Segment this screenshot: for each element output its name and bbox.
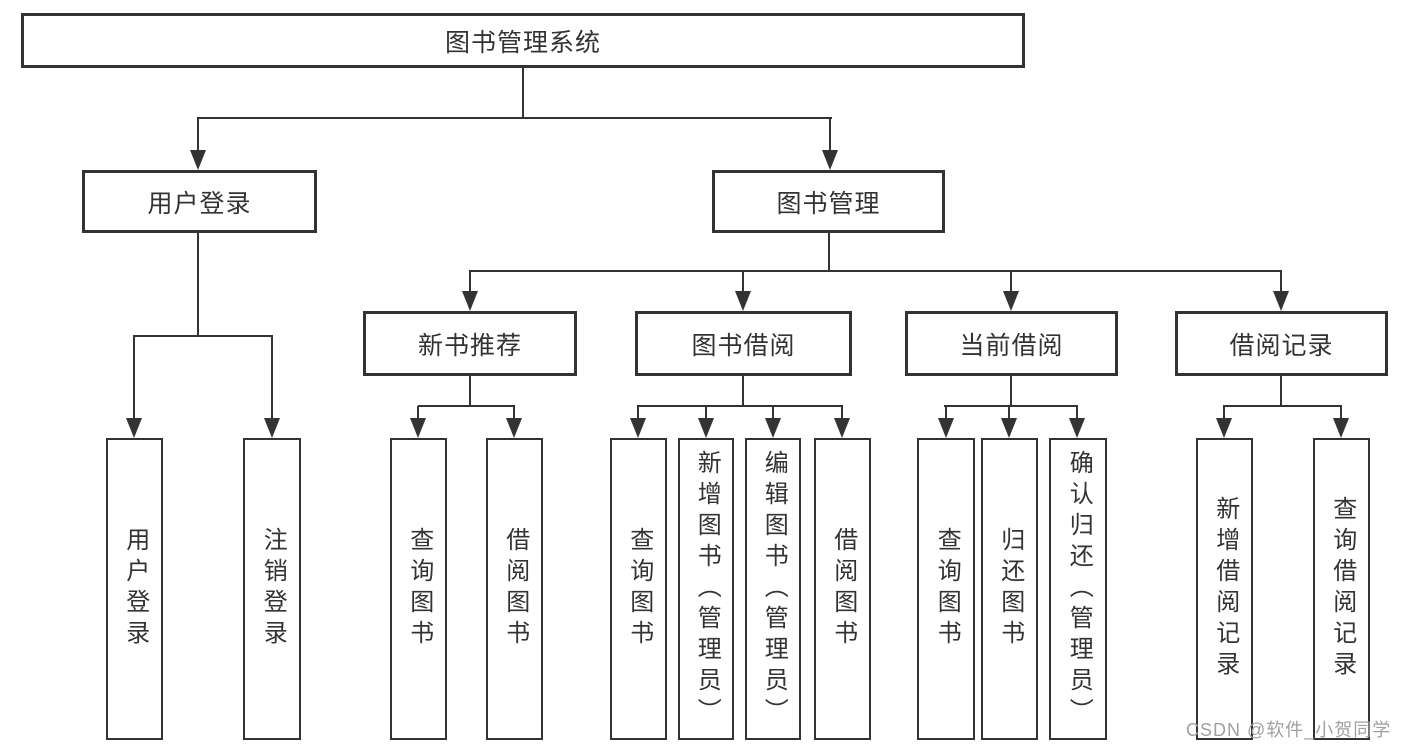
node-user-login-label: 用户登录: [147, 189, 252, 218]
arrowhead-down-icon: [462, 291, 478, 311]
connector-line-v: [841, 406, 843, 420]
leaf-query-borrow-record: 查询借阅记录: [1313, 438, 1370, 740]
leaf-borrow-books-recommend: 借阅图书: [486, 438, 543, 740]
node-book-management-label: 图书管理: [776, 189, 881, 218]
leaf-query-books-current-label: 查询图书: [933, 527, 961, 651]
node-new-book-recommend: 新书推荐: [363, 311, 577, 376]
node-borrow-records-label: 借阅记录: [1229, 331, 1334, 360]
leaf-confirm-return-admin: 确认归还（管理员）: [1049, 438, 1107, 740]
connector-line-v: [1280, 271, 1282, 293]
arrowhead-down-icon: [506, 418, 522, 438]
connector-line-v: [417, 406, 419, 420]
arrowhead-down-icon: [698, 418, 714, 438]
leaf-return-book: 归还图书: [981, 438, 1038, 740]
csdn-watermark: CSDN @软件_小贺同学: [1186, 720, 1392, 740]
leaf-edit-book-admin: 编辑图书（管理员）: [745, 438, 801, 740]
connector-line-v: [742, 271, 744, 293]
node-root: 图书管理系统: [21, 13, 1025, 68]
connector-line-v: [522, 68, 524, 118]
arrowhead-down-icon: [1001, 418, 1017, 438]
connector-line-v: [1280, 376, 1282, 406]
leaf-return-book-label: 归还图书: [996, 527, 1024, 651]
node-book-borrow: 图书借阅: [635, 311, 852, 376]
arrowhead-down-icon: [126, 418, 142, 438]
arrowhead-down-icon: [630, 418, 646, 438]
node-user-login: 用户登录: [82, 170, 317, 233]
connector-line-v: [705, 406, 707, 420]
arrowhead-down-icon: [190, 150, 206, 170]
connector-line-v: [1223, 406, 1225, 420]
arrowhead-down-icon: [765, 418, 781, 438]
connector-line-v: [945, 406, 947, 420]
connector-line-h: [418, 405, 515, 407]
connector-line-v: [1010, 271, 1012, 293]
node-current-borrow: 当前借阅: [905, 311, 1118, 376]
arrowhead-down-icon: [1003, 291, 1019, 311]
leaf-borrow-books-label: 借阅图书: [829, 527, 857, 651]
connector-line-v: [772, 406, 774, 420]
connector-line-h: [637, 405, 843, 407]
leaf-user-login-label: 用户登录: [121, 527, 149, 651]
connector-line-v: [1010, 376, 1012, 406]
connector-line-h: [1223, 405, 1342, 407]
arrowhead-down-icon: [834, 418, 850, 438]
node-book-management: 图书管理: [712, 170, 945, 233]
connector-line-v: [829, 118, 831, 152]
leaf-query-borrow-record-label: 查询借阅记录: [1328, 496, 1356, 682]
connector-line-h: [197, 117, 832, 119]
connector-line-v: [469, 271, 471, 293]
connector-line-v: [197, 118, 199, 152]
connector-line-v: [828, 233, 830, 271]
leaf-logout-label: 注销登录: [259, 527, 287, 651]
leaf-query-books-borrow: 查询图书: [610, 438, 667, 740]
connector-line-v: [742, 376, 744, 406]
arrowhead-down-icon: [735, 291, 751, 311]
connector-line-v: [513, 406, 515, 420]
connector-line-h: [944, 405, 1078, 407]
leaf-add-book-admin-label: 新增图书（管理员）: [693, 449, 721, 729]
connector-line-v: [1340, 406, 1342, 420]
arrowhead-down-icon: [410, 418, 426, 438]
arrowhead-down-icon: [1069, 418, 1085, 438]
node-book-borrow-label: 图书借阅: [691, 331, 796, 360]
leaf-borrow-books-recommend-label: 借阅图书: [501, 527, 529, 651]
arrowhead-down-icon: [1216, 418, 1232, 438]
leaf-logout: 注销登录: [243, 438, 301, 740]
leaf-query-books-borrow-label: 查询图书: [625, 527, 653, 651]
leaf-user-login: 用户登录: [106, 438, 163, 740]
connector-line-h: [133, 335, 273, 337]
connector-line-v: [271, 336, 273, 420]
connector-line-v: [1008, 406, 1010, 420]
leaf-edit-book-admin-label: 编辑图书（管理员）: [760, 449, 788, 729]
node-new-book-recommend-label: 新书推荐: [417, 331, 522, 360]
connector-line-v: [133, 336, 135, 420]
leaf-confirm-return-admin-label: 确认归还（管理员）: [1065, 449, 1093, 729]
arrowhead-down-icon: [822, 150, 838, 170]
leaf-add-book-admin: 新增图书（管理员）: [678, 438, 734, 740]
leaf-borrow-books: 借阅图书: [814, 438, 871, 740]
connector-line-h: [469, 270, 1282, 272]
leaf-query-books-recommend-label: 查询图书: [405, 527, 433, 651]
arrowhead-down-icon: [1273, 291, 1289, 311]
leaf-query-books-recommend: 查询图书: [390, 438, 447, 740]
leaf-add-borrow-record-label: 新增借阅记录: [1211, 496, 1239, 682]
arrowhead-down-icon: [938, 418, 954, 438]
connector-line-v: [469, 376, 471, 406]
arrowhead-down-icon: [264, 418, 280, 438]
node-current-borrow-label: 当前借阅: [959, 331, 1064, 360]
leaf-add-borrow-record: 新增借阅记录: [1196, 438, 1253, 740]
connector-line-v: [1076, 406, 1078, 420]
connector-line-v: [637, 406, 639, 420]
leaf-query-books-current: 查询图书: [917, 438, 975, 740]
node-root-label: 图书管理系统: [444, 28, 601, 57]
node-borrow-records: 借阅记录: [1175, 311, 1388, 376]
connector-line-v: [197, 233, 199, 336]
arrowhead-down-icon: [1333, 418, 1349, 438]
